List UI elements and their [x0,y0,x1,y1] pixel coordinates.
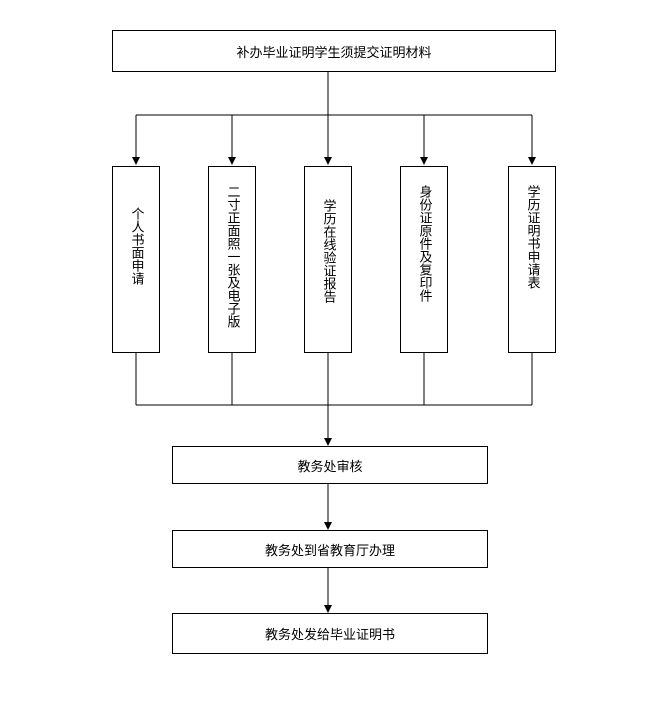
material-box-3: 学历在线验证报告 [304,166,352,353]
top-box-label: 补办毕业证明学生须提交证明材料 [236,45,432,61]
material-label-2: 二寸正面照一张及电子版 [224,185,240,328]
material-label-1: 个人书面申请 [128,207,144,285]
step-box-1: 教务处审核 [172,446,488,484]
material-box-5: 学历证明书申请表 [508,166,556,353]
step-label-1: 教务处审核 [297,459,363,475]
material-box-4: 身份证原件及复印件 [400,166,448,353]
material-box-2: 二寸正面照一张及电子版 [208,166,256,353]
material-label-5: 学历证明书申请表 [524,185,540,289]
material-box-1: 个人书面申请 [112,166,160,353]
top-box: 补办毕业证明学生须提交证明材料 [112,30,556,72]
step-box-3: 教务处发给毕业证明书 [172,613,488,654]
step-label-2: 教务处到省教育厅办理 [264,543,395,559]
material-label-4: 身份证原件及复印件 [416,185,432,302]
step-box-2: 教务处到省教育厅办理 [172,530,488,568]
step-label-3: 教务处发给毕业证明书 [264,628,395,643]
material-label-3: 学历在线验证报告 [320,199,336,303]
